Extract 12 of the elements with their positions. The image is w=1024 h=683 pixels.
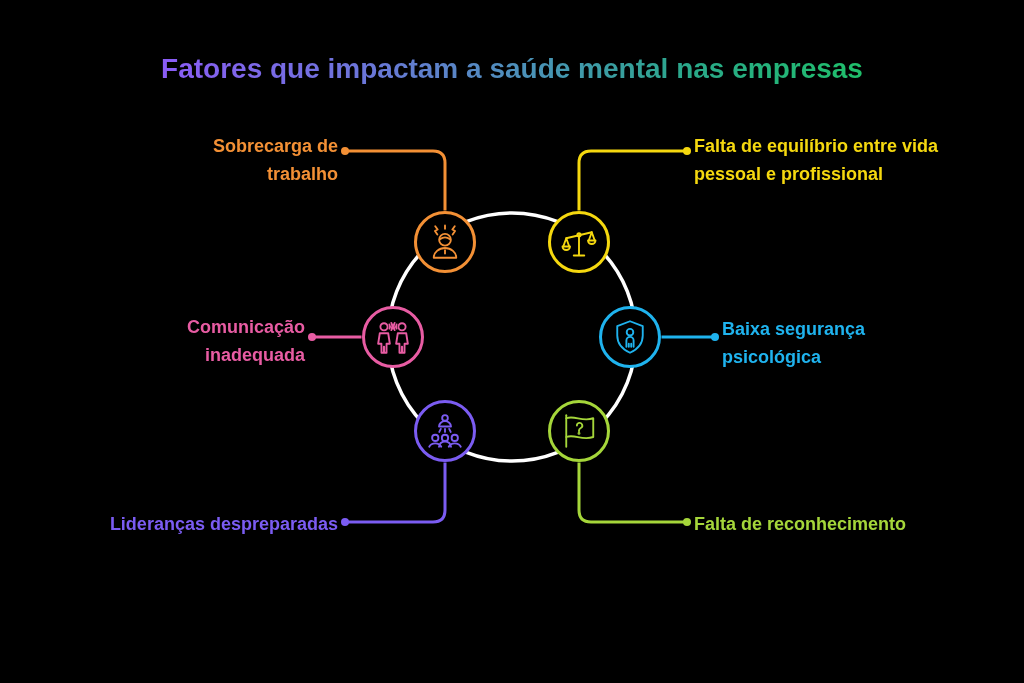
leader-line xyxy=(661,333,719,341)
factor-label: Sobrecarga de trabalho xyxy=(211,132,338,188)
leader-line xyxy=(341,147,447,211)
factor-label: Lideranças despreparadas xyxy=(108,510,338,538)
factor-label: Falta de reconhecimento xyxy=(694,510,908,538)
leader-line xyxy=(308,333,362,341)
factor-label: Falta de equilíbrio entre vida pessoal e profissional xyxy=(694,132,940,188)
factor-label: Baixa segurança psicológica xyxy=(722,315,867,371)
factor-label: Comunicação inadequada xyxy=(185,313,305,369)
leader-line xyxy=(577,147,691,211)
leader-line xyxy=(577,462,691,526)
leader-line xyxy=(341,462,447,526)
